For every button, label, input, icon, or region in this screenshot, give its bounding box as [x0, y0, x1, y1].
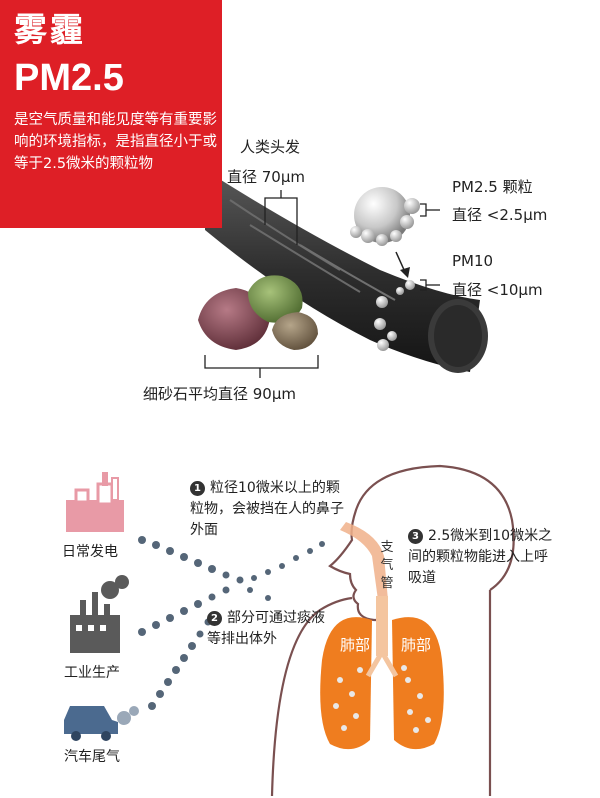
pm25-particle-cluster [350, 187, 420, 246]
lung-right-label: 肺部 [401, 636, 432, 654]
sand-rocks [198, 275, 318, 350]
sand-bracket [204, 355, 319, 378]
pm10-diameter-label: 直径 <10μm [452, 281, 543, 299]
airway [340, 522, 388, 600]
source-industry-label: 工业生产 [64, 665, 120, 681]
lungs [320, 617, 444, 750]
lung-left-label: 肺部 [340, 636, 371, 654]
car-icon [64, 706, 139, 741]
page-title: 雾霾 [14, 10, 86, 49]
trachea [376, 596, 388, 656]
head-silhouette [328, 464, 515, 622]
hair-diameter-label: 直径 70μm [227, 168, 306, 186]
pm25-bracket [420, 203, 440, 217]
note-2-text: 部分可通过痰液等排出体外 [207, 610, 325, 647]
factory-icon [70, 575, 129, 653]
note-1-badge: 1 [190, 481, 205, 496]
pm10-particles [374, 280, 415, 351]
pm25-heading: PM2.5 [14, 57, 124, 99]
sand-diameter-label: 细砂石平均直径 90μm [143, 385, 297, 403]
pm25-description: 是空气质量和能见度等有重要影响的环境指标，是指直径小于或等于2.5微米的颗粒物 [14, 112, 217, 172]
pm10-label: PM10 [452, 252, 494, 270]
torso-outline [270, 590, 492, 797]
trachea-label: 支气管 [380, 540, 394, 591]
source-car-label: 汽车尾气 [64, 749, 120, 765]
source-power-label: 日常发电 [62, 544, 118, 560]
body-diagram [64, 464, 515, 797]
title-block: 雾霾 PM2.5 是空气质量和能见度等有重要影响的环境指标，是指直径小于或等于2… [0, 0, 222, 228]
power-plant-icon [66, 472, 124, 532]
size-comparison-illustration [198, 170, 488, 378]
lung-particles [333, 665, 431, 733]
hair-strand [205, 170, 488, 373]
note-3-text: 2.5微米到10微米之间的颗粒物能进入上呼吸道 [408, 528, 553, 586]
pm25-particle-label: PM2.5 颗粒 [452, 178, 533, 196]
hair-label: 人类头发 [240, 138, 301, 156]
note-3-badge: 3 [408, 529, 423, 544]
arrow-icon [395, 251, 410, 278]
pm10-bracket [420, 279, 440, 291]
note-1-text: 粒径10微米以上的颗粒物，会被挡在人的鼻子外面 [190, 480, 344, 538]
pm25-diameter-label: 直径 <2.5μm [452, 206, 548, 224]
pollution-trails [138, 536, 325, 710]
note-2-badge: 2 [207, 611, 222, 626]
hair-bracket [264, 190, 298, 245]
